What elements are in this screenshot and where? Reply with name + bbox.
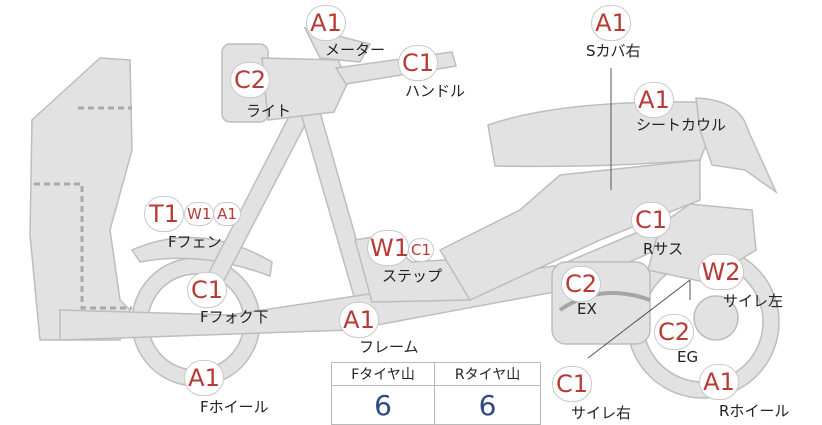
front-fender-grade-badge-3: A1 (213, 202, 241, 226)
seat-cowl-label: シートカウル (636, 116, 727, 134)
front-tire-value: 6 (330, 385, 436, 425)
engine-label: EG (677, 348, 699, 366)
front-fender-label: Fフェン (168, 233, 222, 251)
rear-sus-grade-badge: C1 (631, 202, 671, 238)
rear-wheel-grade-badge: A1 (699, 364, 739, 400)
ex-label: EX (577, 300, 597, 318)
engine-grade-badge: C2 (654, 314, 694, 350)
seat-cowl-shape (695, 97, 778, 195)
front-fork-grade-badge: C1 (187, 272, 227, 308)
leader-line (587, 279, 691, 359)
light-label: ライト (246, 102, 292, 120)
ex-grade-badge: C2 (561, 266, 601, 302)
handle-cowl-shape (261, 57, 349, 121)
muffler-right-grade-badge: C1 (552, 366, 592, 402)
front-fender-grade-badge: T1 (144, 196, 184, 232)
rear-tire-value: 6 (434, 385, 541, 425)
exhaust-pipe (558, 290, 651, 312)
meter-grade-badge: A1 (306, 5, 346, 41)
frame-grade-badge: A1 (339, 302, 379, 338)
front-wheel-label: Fホイール (200, 398, 269, 416)
s-cover-right-grade-badge: A1 (591, 5, 631, 41)
front-wheel-grade-badge: A1 (184, 360, 224, 396)
rear-wheel-label: Rホイール (719, 402, 790, 420)
step-grade-badge-2: C1 (408, 238, 434, 262)
handle-label: ハンドル (405, 82, 466, 100)
s-cover-right-label: Sカバ右 (586, 42, 641, 60)
muffler-left-label: サイレ左 (723, 292, 784, 310)
rear-sus-label: Rサス (643, 240, 684, 258)
muffler-shape (693, 295, 739, 341)
light-grade-badge: C2 (230, 62, 270, 98)
side-body-shape (438, 159, 701, 301)
front-fork-label: Fフォク下 (200, 308, 269, 326)
muffler-right-label: サイレ右 (571, 404, 632, 422)
dashed-guide (34, 182, 132, 310)
muffler-left-grade-badge: W2 (698, 254, 744, 290)
step-label: ステップ (382, 267, 443, 285)
seat-cowl-grade-badge: A1 (634, 82, 674, 118)
frame-tube-shape (299, 104, 373, 301)
frame-label: フレーム (359, 338, 419, 356)
front-tire-header: Fタイヤ山 (330, 362, 436, 386)
rear-tire-header: Rタイヤ山 (434, 362, 541, 386)
handle-grade-badge: C1 (398, 45, 438, 81)
tire-tread-table: Fタイヤ山 Rタイヤ山 6 6 (330, 362, 541, 425)
meter-label: メーター (325, 41, 386, 59)
front-fender-grade-badge-2: W1 (184, 202, 214, 226)
step-grade-badge: W1 (367, 230, 409, 266)
